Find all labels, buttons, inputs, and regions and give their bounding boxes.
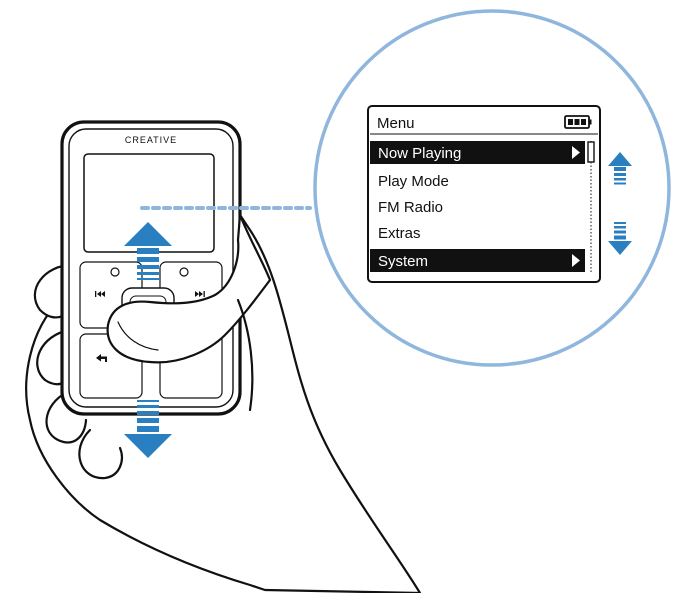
zoomed-menu-screen: Menu Now Playing Play Mode FM Radio Extr… [367, 105, 601, 283]
hand-thumb [106, 213, 272, 412]
scrollbar-thumb[interactable] [587, 141, 595, 163]
menu-item-system[interactable]: System [378, 253, 428, 270]
swipe-up-arrow [124, 222, 172, 280]
menu-item-now-playing[interactable]: Now Playing [378, 145, 461, 162]
menu-item-fm-radio[interactable]: FM Radio [378, 199, 443, 216]
right-circle-button[interactable] [179, 267, 189, 277]
chevron-right-icon [572, 254, 580, 267]
brand-logo: CREATIVE [125, 135, 177, 145]
menu-header: Menu [377, 115, 415, 132]
arrow-up-icon [608, 152, 632, 185]
arrow-down-icon [608, 222, 632, 255]
menu-item-now-playing-highlight [370, 141, 585, 164]
menu-scrollbar[interactable] [587, 141, 595, 274]
skip-forward-icon[interactable] [195, 291, 205, 297]
battery-full-icon [564, 115, 592, 129]
swipe-down-arrow [124, 400, 172, 458]
back-icon[interactable] [96, 354, 107, 362]
chevron-right-icon [572, 146, 580, 159]
menu-item-extras[interactable]: Extras [378, 225, 421, 242]
left-circle-button[interactable] [110, 267, 120, 277]
menu-item-system-highlight [370, 249, 585, 272]
skip-back-icon[interactable] [95, 291, 105, 297]
menu-item-play-mode[interactable]: Play Mode [378, 173, 449, 190]
